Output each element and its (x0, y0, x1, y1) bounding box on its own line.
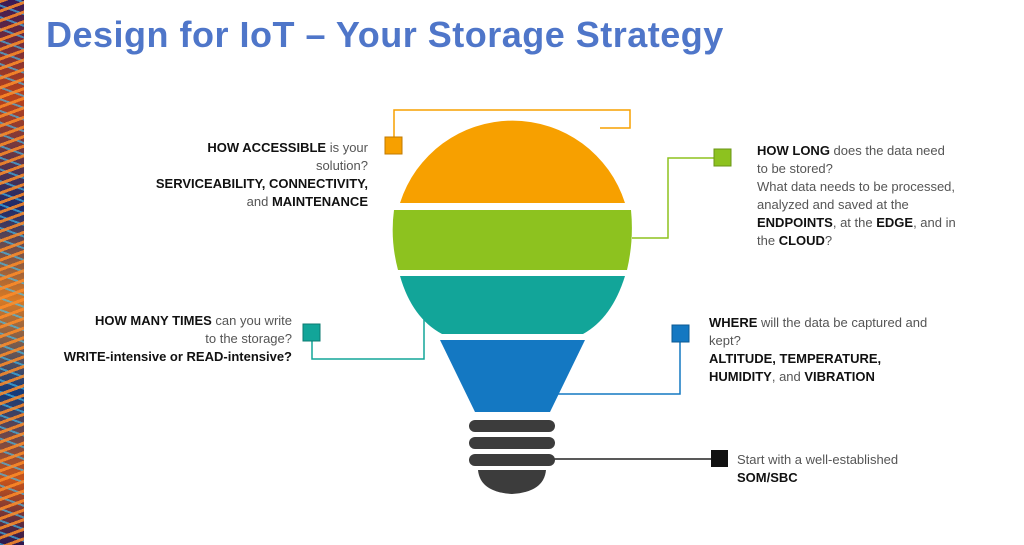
callout-how-many-line2: to the storage? (205, 331, 292, 346)
bulb-segment-blue (440, 340, 585, 412)
callout-accessible-keyword: HOW ACCESSIBLE (207, 140, 327, 155)
slide-title: Design for IoT – Your Storage Strategy (46, 14, 724, 55)
callout-where-humidity: HUMIDITY (709, 369, 772, 384)
callout-where-keyword: WHERE (709, 315, 758, 330)
marker-blue (671, 324, 690, 343)
callout-how-long-keyword: HOW LONG (757, 143, 830, 158)
decorative-edge-strip (0, 0, 24, 545)
callout-how-many-text: can you write (211, 313, 292, 328)
callout-start: Start with a well-established SOM/SBC (737, 451, 977, 487)
callout-how-many-emphasis: WRITE-intensive or READ-intensive? (63, 349, 292, 364)
callout-how-long-line4: analyzed and saved at the (757, 197, 909, 212)
callout-how-long-the: the (757, 233, 779, 248)
callout-where-vibration: VIBRATION (804, 369, 875, 384)
bulb-base-ring (469, 420, 555, 432)
connector-how-many (311, 318, 425, 360)
callout-accessible-line2: solution? (315, 158, 368, 173)
callout-how-long-endpoints: ENDPOINTS (757, 215, 833, 230)
callout-how-long-line2: to be stored? (757, 161, 833, 176)
callout-accessible-text: is your (326, 140, 368, 155)
callout-start-emphasis: SOM/SBC (737, 470, 798, 485)
callout-how-long-text: does the data need (829, 143, 945, 158)
callout-start-line1: Start with a well-established (737, 452, 899, 467)
callout-accessible-and: and (246, 194, 272, 209)
callout-where-line2: kept? (709, 333, 741, 348)
bulb-segment-green (392, 210, 632, 270)
callout-where-emphasis: ALTITUDE, TEMPERATURE, (709, 351, 882, 366)
callout-accessible: HOW ACCESSIBLE is your solution? SERVICE… (150, 139, 368, 211)
marker-green (713, 148, 732, 167)
callout-how-many: HOW MANY TIMES can you write to the stor… (40, 312, 292, 366)
callout-where-text: will the data be captured and (757, 315, 928, 330)
callout-how-long-at-the: , at the (832, 215, 877, 230)
callout-where: WHERE will the data be captured and kept… (709, 314, 969, 386)
callout-how-many-keyword: HOW MANY TIMES (95, 313, 212, 328)
bulb-base-ring (469, 454, 555, 466)
connector-how-long (632, 157, 714, 239)
callout-where-and: , and (771, 369, 805, 384)
connector-accessible (393, 109, 631, 138)
callout-how-long-question: ? (824, 233, 833, 248)
connector-where (550, 342, 681, 395)
callout-how-long-cloud: CLOUD (778, 233, 825, 248)
callout-accessible-maintenance: MAINTENANCE (271, 194, 368, 209)
bulb-base-cap (478, 470, 546, 494)
bulb-segment-orange (400, 120, 625, 203)
callout-how-long-and-in: , and in (913, 215, 956, 230)
callout-how-long: HOW LONG does the data need to be stored… (757, 142, 987, 250)
callout-how-long-edge: EDGE (876, 215, 914, 230)
marker-orange (384, 136, 403, 155)
marker-teal (302, 323, 321, 342)
callout-accessible-emphasis: SERVICEABILITY, CONNECTIVITY, (155, 176, 368, 191)
marker-black (711, 450, 728, 467)
bulb-segment-teal (400, 276, 625, 334)
callout-how-long-line3: What data needs to be processed, (757, 179, 956, 194)
bulb-base-ring (469, 437, 555, 449)
